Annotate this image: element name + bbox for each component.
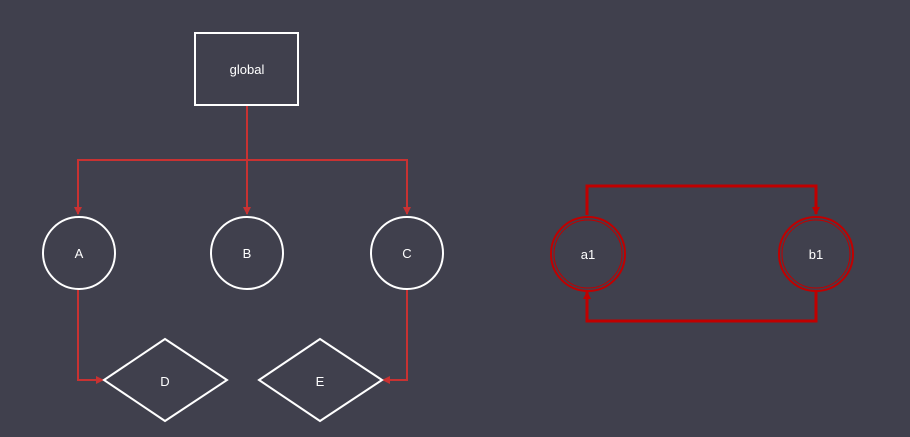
node-e-label: E [316,374,325,389]
node-c[interactable]: C [370,216,444,290]
node-b1[interactable]: b1 [778,216,854,292]
edge-b1-to-a1 [583,291,818,323]
node-b-label: B [243,246,252,261]
node-a[interactable]: A [42,216,116,290]
edge-global-to-a [74,105,248,215]
edge-a1-to-b1 [585,184,820,215]
node-d[interactable]: D [102,337,229,423]
edge-c-to-e [382,289,408,384]
node-b1-label: b1 [809,247,823,262]
edge-a-to-d [77,289,104,384]
right-edges [583,184,820,323]
node-a1[interactable]: a1 [550,216,626,292]
node-c-label: C [402,246,411,261]
node-a1-label: a1 [581,247,595,262]
left-edges [74,105,411,384]
edge-global-to-c [247,159,411,215]
node-global[interactable]: global [194,32,299,106]
node-global-label: global [230,62,265,77]
node-e[interactable]: E [257,337,384,423]
node-d-label: D [160,374,169,389]
node-a-label: A [75,246,84,261]
node-b[interactable]: B [210,216,284,290]
